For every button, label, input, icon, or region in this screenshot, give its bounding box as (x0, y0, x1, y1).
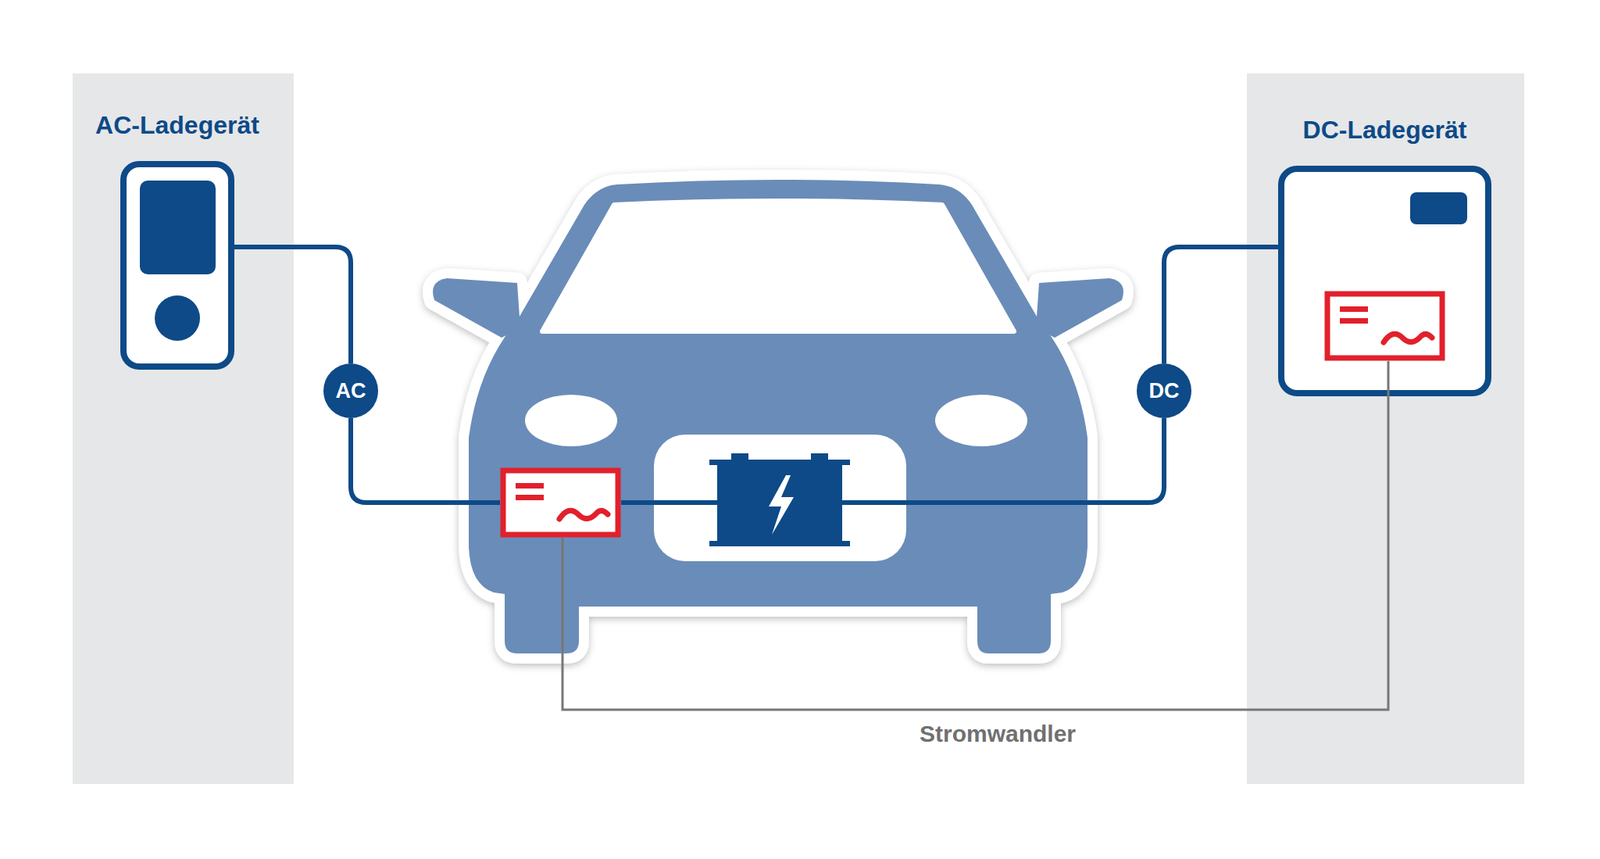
charger-screen (139, 180, 216, 275)
left-band (72, 73, 294, 784)
current-type-circle: AC (323, 363, 379, 418)
converter-label: Stromwandler (919, 720, 1076, 747)
car-outline-mirror (432, 278, 521, 338)
car-converter (503, 470, 618, 535)
battery-symbol (709, 453, 850, 547)
battery-bay (653, 434, 907, 561)
charger-heading: DC-Ladegerät (1303, 115, 1468, 145)
charging-cable (234, 246, 351, 364)
charger-converter (1327, 293, 1443, 358)
battery-body (717, 459, 843, 544)
ac-wire (350, 417, 500, 503)
battery-top (709, 459, 850, 465)
charger-button (154, 295, 200, 341)
car-mirror (432, 278, 521, 338)
car-mirror (1035, 278, 1124, 338)
car-outline-body (468, 179, 1088, 654)
charger-box: DC-Ladegerät (1278, 165, 1492, 397)
car-outline-mirror (1035, 278, 1124, 338)
battery-terminal (731, 453, 749, 461)
right-band (1246, 73, 1525, 784)
dc-wire (621, 417, 1165, 503)
edge-group (234, 246, 1279, 364)
car-body (468, 179, 1088, 654)
charger-box: AC-Ladegerät (120, 160, 235, 370)
current-type-circle: DC (1136, 363, 1192, 418)
charging-cable (1164, 246, 1279, 364)
battery-terminal (810, 453, 829, 461)
current-type-label: AC (335, 378, 367, 404)
car-outline (432, 179, 1124, 654)
charger-display (1410, 192, 1468, 225)
car-headlight (525, 394, 618, 447)
car-headlight (935, 394, 1028, 447)
charger-heading: AC-Ladegerät (95, 110, 260, 140)
current-type-label: DC (1149, 378, 1180, 404)
battery-base (709, 540, 850, 547)
lightning-bolt (768, 475, 794, 535)
car-windshield (542, 200, 1015, 332)
converter-link-line (562, 360, 1389, 710)
